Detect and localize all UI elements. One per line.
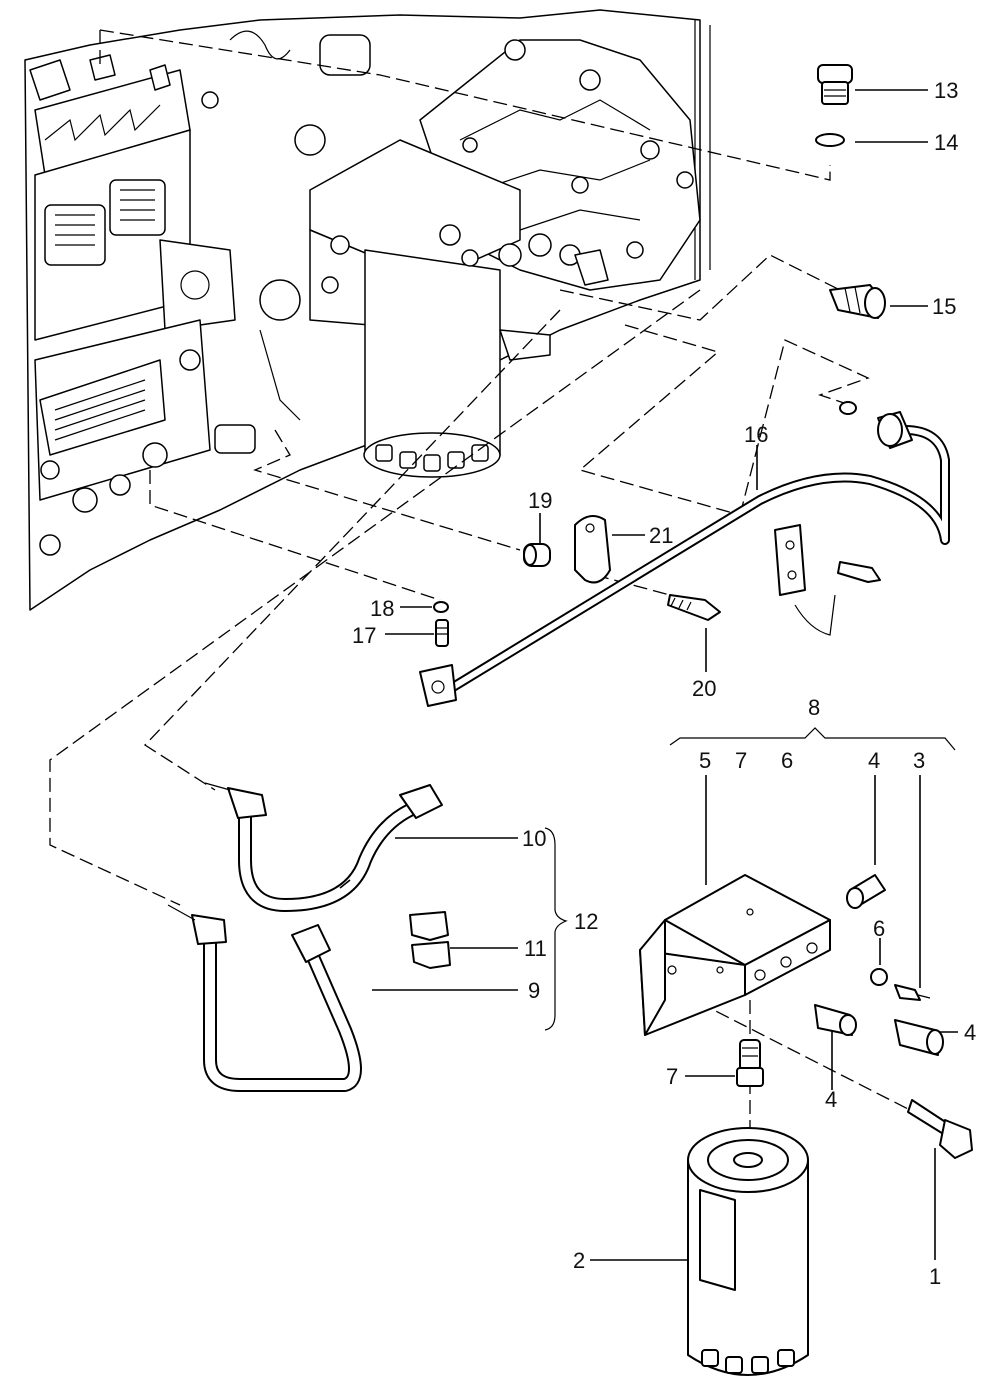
callout-6: 6 [873,916,886,941]
callout-16: 16 [744,422,769,447]
callout-18: 18 [370,596,395,621]
seal-ring [839,401,857,415]
callout-5: 5 [699,748,712,773]
part-20-bolt [667,594,721,621]
callout-3: 3 [913,748,926,773]
engine-block [24,9,711,611]
callout-9: 9 [528,978,541,1003]
part-2-oil-filter [687,1127,809,1376]
callout-2: 2 [573,1248,586,1273]
part-16-pipe [419,411,950,707]
callout-4-bottom: 4 [825,1087,838,1112]
part-21-clamp [574,515,611,584]
part-7-nipple [736,1039,764,1087]
part-10-hose [204,782,443,912]
callout-7-group: 7 [735,748,748,773]
part-19-bushing [523,543,551,567]
callout-11: 11 [524,936,547,961]
callout-15: 15 [932,294,957,319]
callout-17: 17 [352,623,377,648]
part-6-washer [870,968,888,986]
part-1-bolt [907,1099,973,1159]
pipe-bracket [774,524,881,636]
part-13-plug [817,64,853,105]
callout-10: 10 [522,826,547,851]
part-18-washer [433,601,449,613]
part-4-fitting-top [846,874,886,909]
callout-12: 12 [574,909,599,934]
part-15-fitting [829,284,886,319]
part-17-banjo-bolt [435,619,449,647]
part-11-clip [409,911,451,969]
callout-19: 19 [528,488,553,513]
callout-1: 1 [929,1264,942,1289]
callout-6-group: 6 [781,748,794,773]
callout-13: 13 [934,78,959,103]
part-3-bleed-screw [894,984,931,1001]
part-4-fitting-right [894,1019,944,1056]
part-4-fitting-mid [814,1004,857,1036]
callout-4-top: 4 [868,748,881,773]
callout-4-right: 4 [964,1020,977,1045]
part-14-seal [815,133,845,147]
part-5-filter-head [639,874,831,1036]
callout-8: 8 [808,695,821,720]
callout-14: 14 [934,130,959,155]
callout-7: 7 [666,1064,679,1089]
label-leaders [339,89,958,1261]
callout-21: 21 [649,523,674,548]
callout-20: 20 [692,676,717,701]
part-9-hose [167,904,362,1092]
